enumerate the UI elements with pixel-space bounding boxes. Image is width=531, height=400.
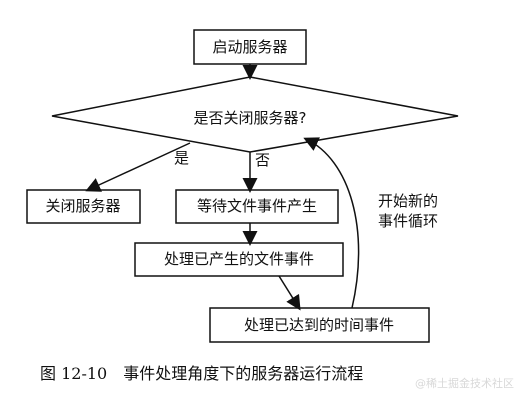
close-server-label: 关闭服务器 bbox=[45, 197, 120, 215]
process-file-to-time-arrow bbox=[278, 275, 301, 311]
process-file-events-node: 处理已产生的文件事件 bbox=[134, 242, 344, 277]
watermark: @稀土掘金技术社区 bbox=[415, 376, 514, 390]
process-time-events-label: 处理已达到的时间事件 bbox=[244, 316, 394, 334]
close-server-node: 关闭服务器 bbox=[26, 189, 141, 224]
decision-label: 是否关闭服务器? bbox=[194, 109, 307, 127]
wait-events-label: 等待文件事件产生 bbox=[197, 197, 317, 215]
figure-caption: 图 12-10 事件处理角度下的服务器运行流程 bbox=[40, 364, 363, 383]
loop-back-arrow bbox=[303, 137, 360, 309]
process-time-events-node: 处理已达到的时间事件 bbox=[209, 307, 430, 343]
loop-label-line1: 开始新的 bbox=[378, 192, 438, 210]
yes-label: 是 bbox=[174, 149, 189, 167]
start-server-node: 启动服务器 bbox=[193, 29, 307, 65]
start-server-label: 启动服务器 bbox=[212, 38, 287, 56]
yes-arrow bbox=[85, 142, 191, 192]
decision-node: 是否关闭服务器? bbox=[51, 76, 459, 153]
process-file-events-label: 处理已产生的文件事件 bbox=[164, 250, 314, 268]
wait-events-node: 等待文件事件产生 bbox=[175, 189, 339, 224]
loop-label-line2: 事件循环 bbox=[378, 212, 438, 230]
no-label: 否 bbox=[255, 151, 270, 169]
